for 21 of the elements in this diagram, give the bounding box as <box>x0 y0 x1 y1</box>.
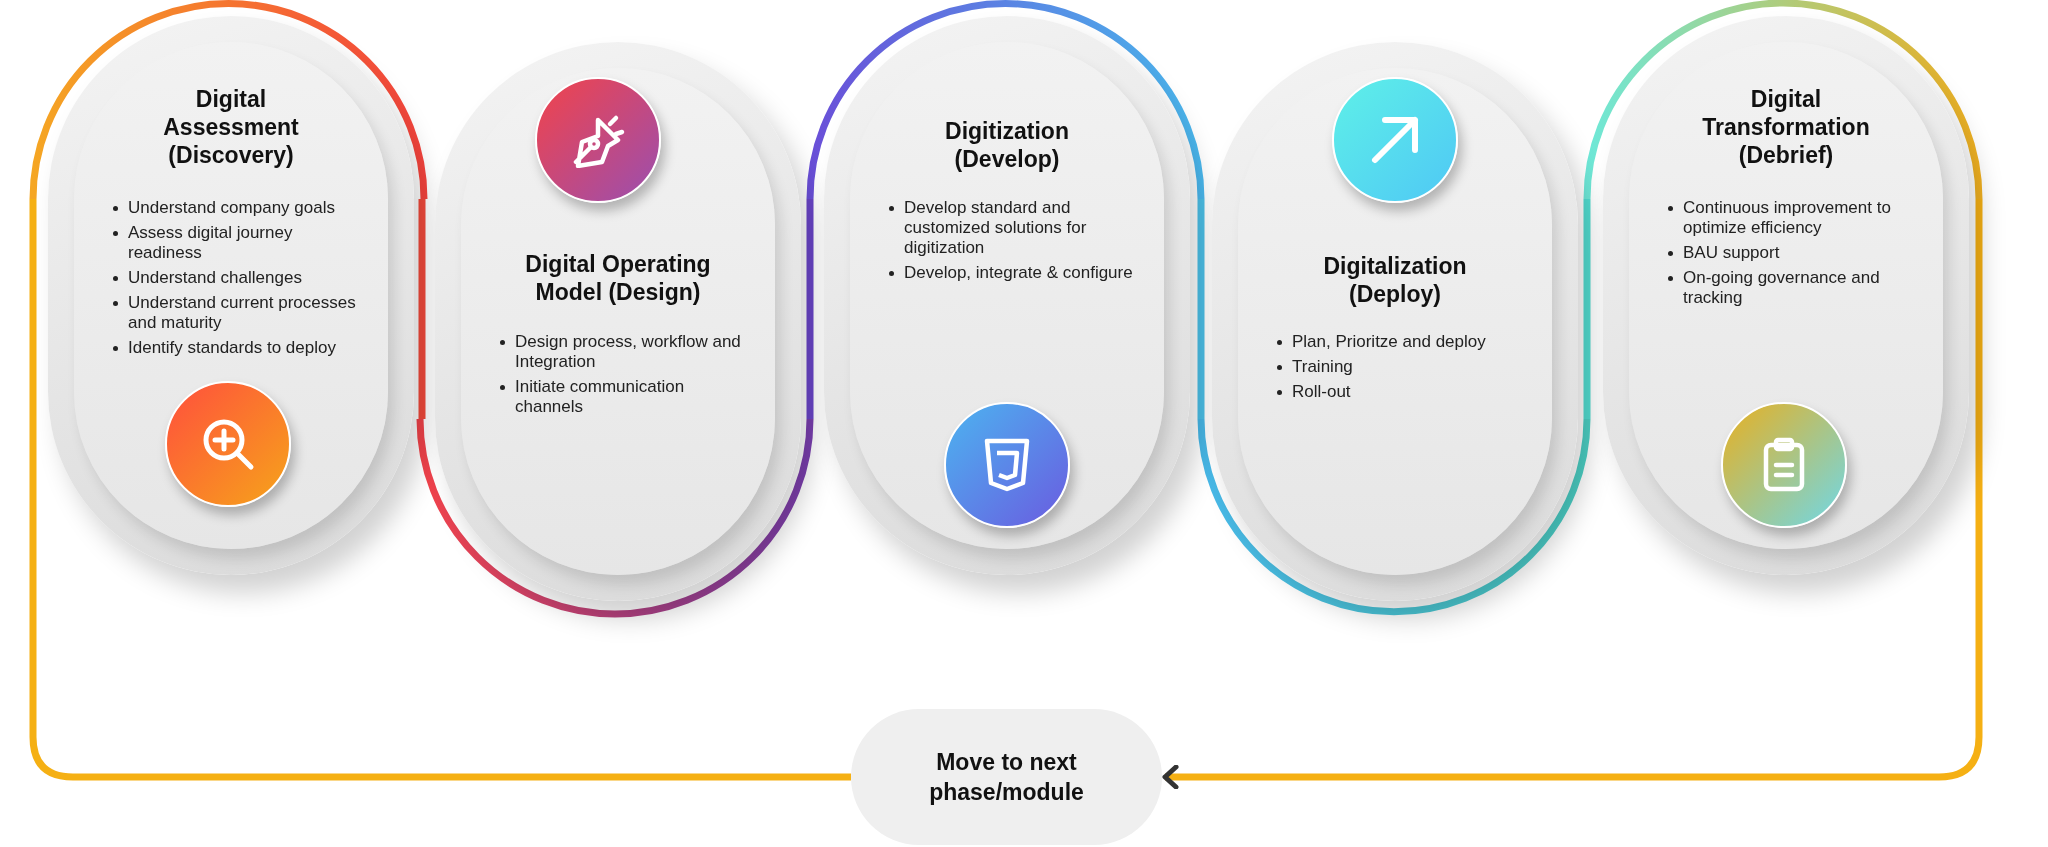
bullet-text: Initiate communication channels <box>515 377 685 416</box>
phase-title: Digital Assessment (Discovery) <box>162 85 300 169</box>
bullet-text: Continuous improvement to optimize efficiency <box>1683 198 1891 237</box>
bullet-text: Assess digital journey readiness <box>128 223 293 262</box>
phase-title: Digital Operating Model (Design) <box>524 250 712 306</box>
bullet-text: On-going governance and tracking <box>1683 268 1880 307</box>
phase-title: Digital Transformation (Debrief) <box>1701 85 1871 169</box>
bullet-text: Develop, integrate & configure <box>904 263 1133 282</box>
bullet-text: Develop standard and customized solutions for digitization <box>904 198 1087 257</box>
phase-title: Digitization (Develop) <box>944 117 1070 173</box>
bullet-text: Identify standards to deploy <box>128 338 336 357</box>
bullet-text: Training <box>1292 357 1353 376</box>
bullet-text: Understand challenges <box>128 268 302 287</box>
step-label: Move to next phase/module <box>928 748 1085 807</box>
bullet-text: Plan, Prioritze and deploy <box>1292 332 1486 351</box>
bullet-text: Understand current processes and maturity <box>128 293 356 332</box>
bullet-text: Understand company goals <box>128 198 335 217</box>
bullet-text: BAU support <box>1683 243 1780 262</box>
bullet-text: Design process, workflow and Integration <box>515 332 741 371</box>
phase-title: Digitalization (Deploy) <box>1322 252 1468 308</box>
bullet-text: Roll-out <box>1292 382 1351 401</box>
